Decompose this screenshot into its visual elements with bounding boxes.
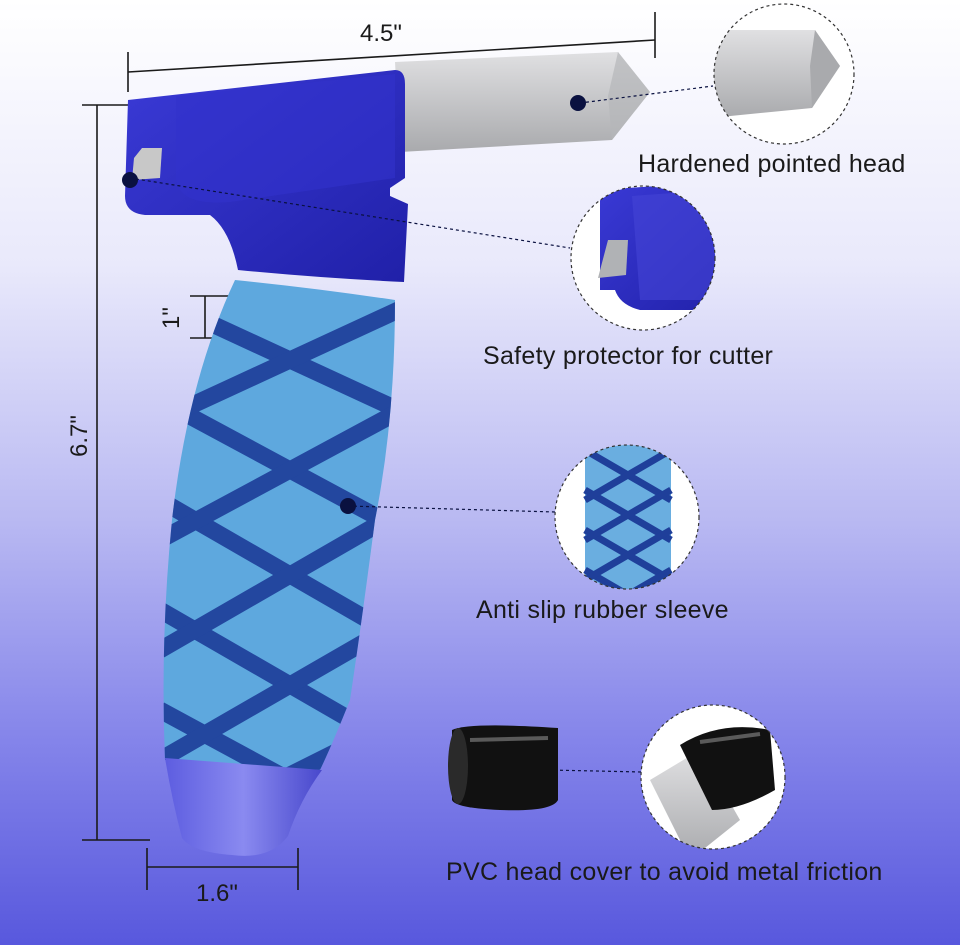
head-dot (570, 95, 586, 111)
pvc-cap (448, 725, 558, 811)
callout-rubber-sleeve: Anti slip rubber sleeve (476, 596, 729, 624)
detail-circle-cover (640, 704, 786, 850)
handle-tip (165, 758, 322, 856)
dimension-lines (82, 12, 656, 890)
sleeve-dot (340, 498, 356, 514)
callout-pvc-cover: PVC head cover to avoid metal friction (446, 858, 883, 886)
dimension-height: 6.7" (66, 415, 93, 457)
steel-head (395, 52, 650, 152)
dimension-width: 4.5" (360, 20, 402, 47)
detail-circle-sleeve (554, 444, 700, 590)
protector-dot (122, 172, 138, 188)
detail-circle-head (713, 3, 855, 145)
callout-safety-protector: Safety protector for cutter (483, 342, 774, 370)
leader-lines (129, 85, 714, 773)
dimension-base: 1.6" (196, 880, 238, 907)
detail-circle-protector (570, 185, 716, 331)
callout-hardened-head: Hardened pointed head (638, 150, 906, 178)
dimension-grip-mark: 1" (158, 307, 185, 329)
